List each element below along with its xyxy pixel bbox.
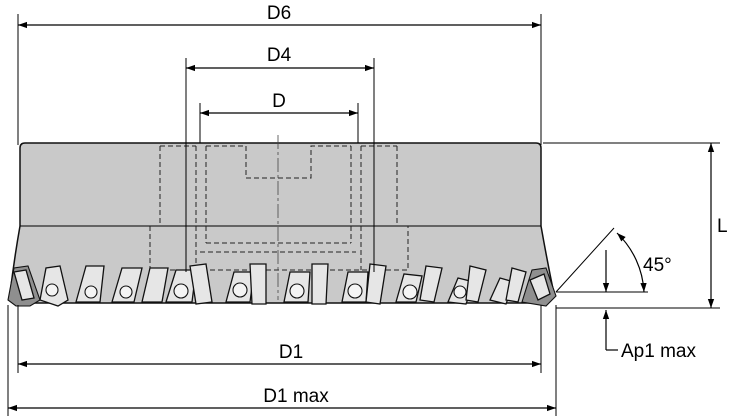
label-d1: D1 [279,342,303,363]
insert [111,267,143,303]
insert [505,267,527,303]
insert [141,267,169,303]
label-ap1-max: Ap1 max [621,341,696,362]
label-d: D [272,91,286,112]
label-angle: 45° [643,255,672,276]
dimension-d1-max: D1 max [7,305,557,416]
insert [419,265,443,303]
label-d4: D4 [267,45,292,66]
dimension-l: L [543,142,728,309]
insert [311,263,329,305]
hidden-internal-features [149,135,409,300]
insert [249,263,267,305]
label-l: L [717,216,728,237]
dimension-d4: D4 [185,45,375,272]
dimension-d1: D1 [17,305,542,373]
dimension-ap1-max: Ap1 max [602,310,696,362]
dimension-d6: D6 [17,3,542,145]
insert [365,263,387,305]
insert [465,265,487,303]
dimension-d: D [199,91,359,143]
label-d6: D6 [267,3,291,24]
label-d1-max: D1 max [263,386,329,407]
dimension-angle: 45° [555,227,672,293]
cutting-inserts-row [7,263,557,307]
insert [189,263,213,305]
